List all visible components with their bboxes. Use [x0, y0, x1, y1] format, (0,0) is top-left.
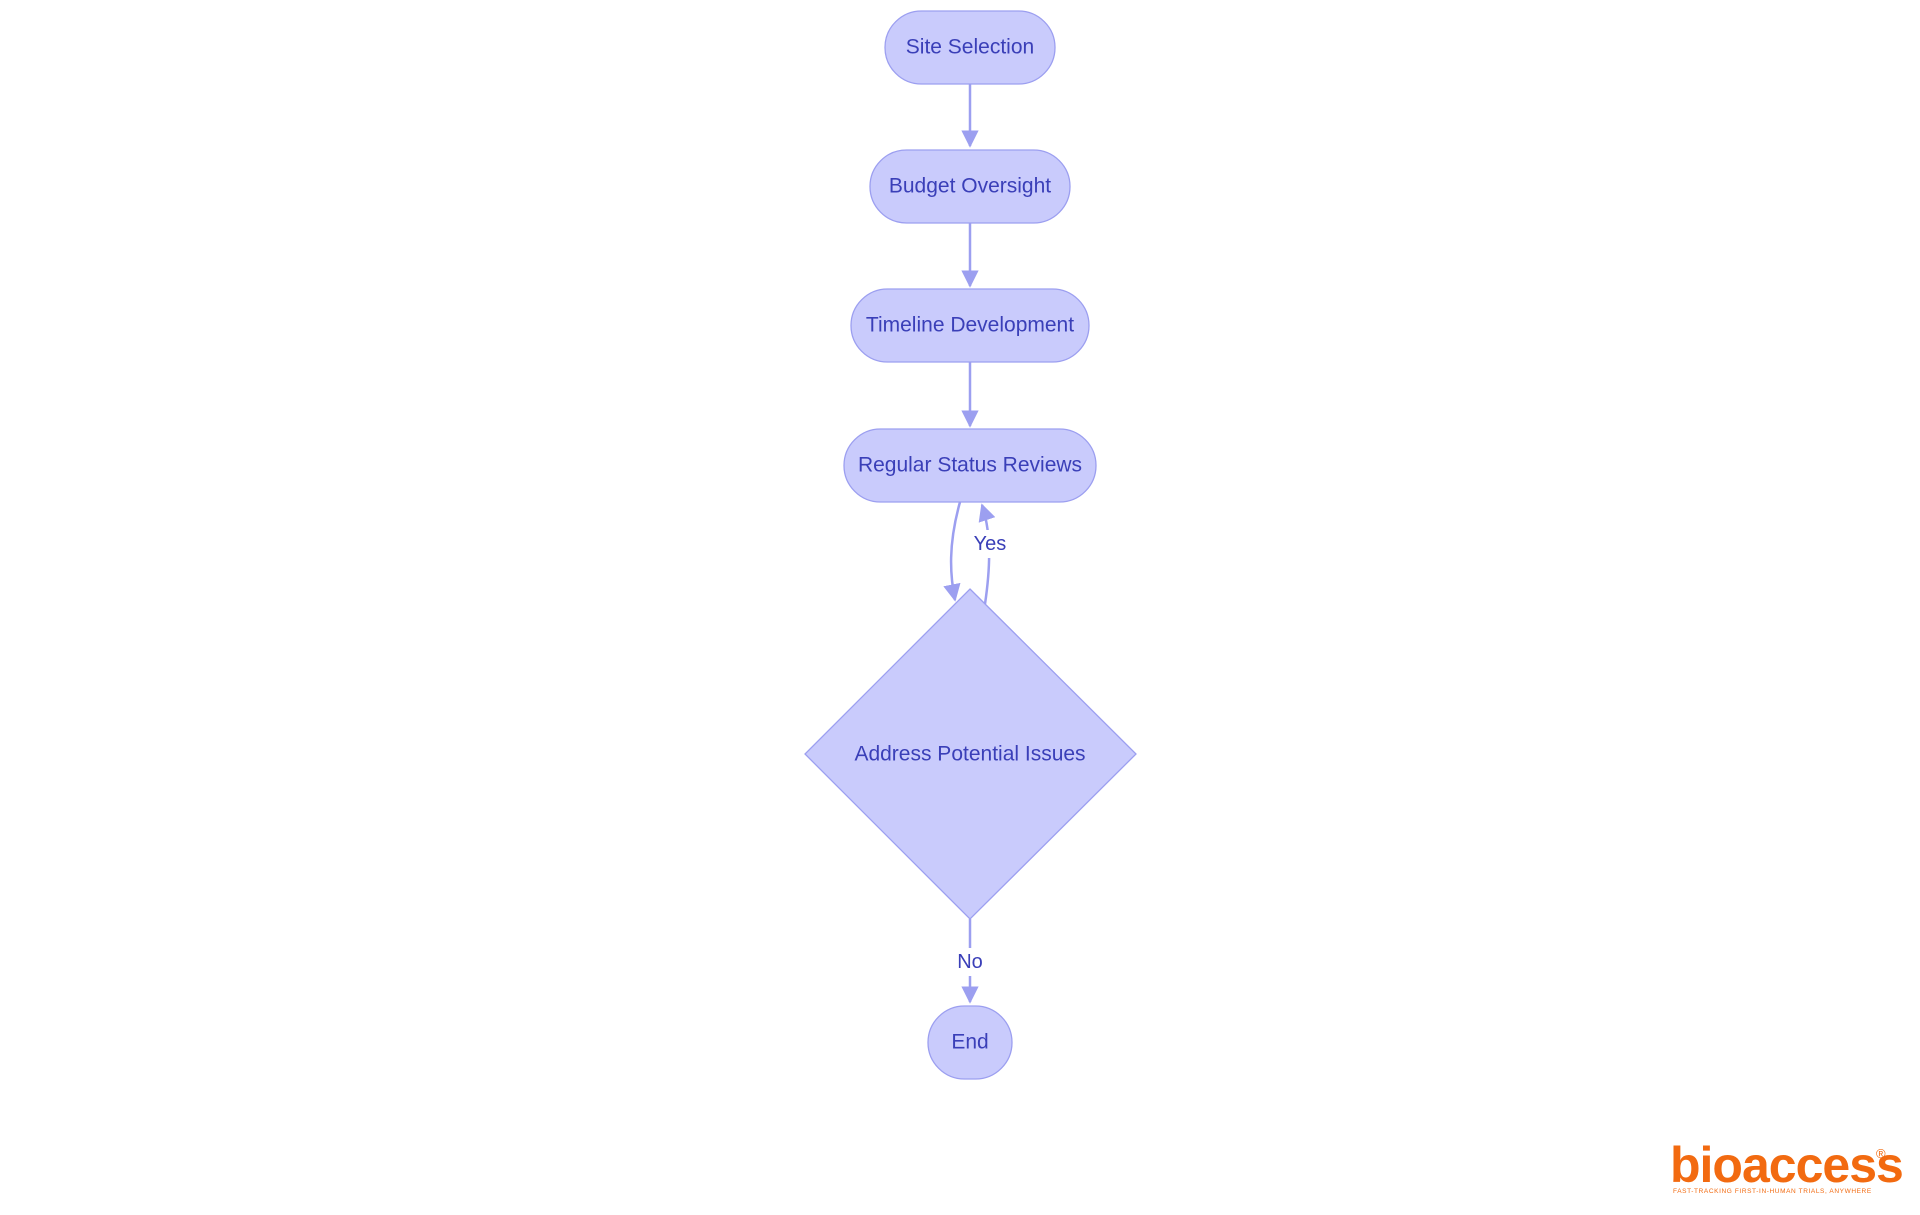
node-site-selection[interactable]: Site Selection	[884, 10, 1056, 85]
node-budget-oversight[interactable]: Budget Oversight	[869, 149, 1071, 224]
logo-registered-mark: ®	[1876, 1146, 1886, 1161]
node-end-label: End	[951, 1031, 988, 1054]
node-site-selection-label: Site Selection	[906, 36, 1034, 59]
edge-reviews-to-issues	[943, 501, 962, 602]
node-timeline-development-label: Timeline Development	[866, 314, 1074, 337]
edge-label-no-group: No	[954, 948, 986, 976]
node-address-potential-issues-label: Address Potential Issues	[854, 743, 1085, 766]
edge-label-yes: Yes	[974, 533, 1007, 555]
node-budget-oversight-label: Budget Oversight	[889, 175, 1051, 198]
edge-label-yes-group: Yes	[974, 530, 1007, 558]
node-end[interactable]: End	[927, 1005, 1013, 1080]
node-regular-status-reviews[interactable]: Regular Status Reviews	[843, 428, 1097, 503]
logo-wordmark: bioaccess	[1670, 1137, 1903, 1193]
bioaccess-logo: bioaccess ® FAST-TRACKING FIRST-IN-HUMAN…	[1670, 1137, 1904, 1195]
logo-tagline: FAST-TRACKING FIRST-IN-HUMAN TRIALS, ANY…	[1673, 1188, 1872, 1195]
node-address-potential-issues[interactable]: Address Potential Issues	[804, 588, 1137, 920]
node-regular-status-reviews-label: Regular Status Reviews	[858, 454, 1082, 477]
node-timeline-development[interactable]: Timeline Development	[850, 288, 1090, 363]
edge-label-no: No	[957, 951, 983, 973]
